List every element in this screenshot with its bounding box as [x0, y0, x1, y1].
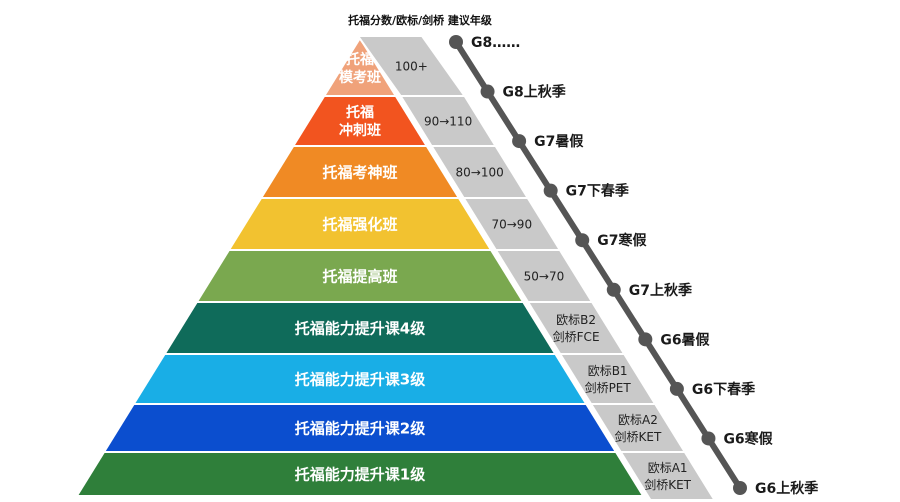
pyramid-level-2: [295, 97, 425, 145]
pyramid-level-7: [135, 355, 585, 403]
timeline-dot: [449, 35, 463, 49]
score-bands: 100+ 90→110 80→100 70→90 50→70 欧标B2 剑桥FCE 欧标B1 剑…: [356, 35, 717, 501]
score-band-9: [618, 451, 717, 501]
pyramid-level-label: 模考班: [339, 69, 381, 86]
timeline-dot: [669, 381, 684, 396]
pyramid-level-label: 托福能力提升课1级: [295, 465, 426, 483]
pyramid-level-label: 托福: [346, 104, 374, 121]
timeline-dot: [638, 332, 653, 347]
score-band-label: 剑桥KET: [615, 429, 662, 444]
grade-label: G8……: [471, 35, 520, 51]
pyramid-level-4: [230, 199, 490, 249]
pyramid-level-6: [166, 303, 554, 353]
score-band-label: 80→100: [456, 165, 504, 179]
pyramid-level-label: 托福: [346, 51, 374, 68]
pyramid-level-label: 托福能力提升课3级: [295, 370, 426, 388]
timeline-dot: [480, 84, 495, 99]
grade-timeline: G8…… G8上秋季 G7暑假 G7下春季 G7寒假 G7上秋季 G6暑假 G6下春季 G6寒假…: [449, 35, 818, 497]
timeline-dot: [543, 183, 558, 198]
grade-label: G7暑假: [534, 133, 584, 150]
pyramid-level-1: [325, 40, 395, 95]
score-band-label: 100+: [395, 59, 428, 73]
timeline-dot: [701, 431, 716, 446]
score-band-label: 欧标A1: [648, 461, 688, 475]
score-band-label: 欧标A2: [618, 413, 658, 427]
grade-label: G6上秋季: [755, 480, 818, 497]
grade-label: G6寒假: [723, 430, 773, 447]
score-band-label: 欧标B2: [556, 313, 596, 327]
pyramid-level-8: [105, 405, 615, 451]
score-band-label: 剑桥KET: [644, 477, 691, 492]
grade-label: G7下春季: [566, 183, 629, 200]
pyramid-level-label: 托福提高班: [322, 267, 397, 285]
score-band-label: 剑桥FCE: [553, 329, 600, 344]
grade-label: G8上秋季: [503, 84, 566, 101]
header-label: 托福分数/欧标/剑桥 建议年级: [348, 13, 493, 27]
pyramid-level-label: 托福强化班: [322, 215, 397, 233]
score-band-label: 剑桥PET: [585, 380, 632, 395]
score-band-label: 90→110: [424, 114, 472, 128]
grade-label: G6下春季: [692, 381, 755, 398]
timeline-dot: [575, 233, 590, 248]
grade-label: G7寒假: [597, 232, 647, 249]
score-band-label: 50→70: [524, 269, 565, 283]
pyramid-level-9: [78, 453, 642, 495]
grade-label: G6暑假: [660, 331, 710, 348]
pyramid-level-label: 冲刺班: [339, 122, 381, 139]
pyramid-level-label: 托福考神班: [322, 163, 397, 181]
pyramid-level-label: 托福能力提升课2级: [295, 419, 426, 437]
timeline-line: [453, 39, 743, 491]
score-band-label: 欧标B1: [588, 364, 628, 378]
pyramid-level-5: [198, 251, 522, 301]
timeline-dot: [512, 134, 527, 149]
timeline-dot: [606, 282, 621, 297]
pyramid-level-label: 托福能力提升课4级: [295, 319, 426, 337]
grade-label: G7上秋季: [629, 282, 692, 299]
pyramid-levels: 托福模考班托福冲刺班托福考神班托福强化班托福提高班托福能力提升课4级托福能力提升…: [78, 40, 642, 495]
timeline-dot: [733, 481, 747, 495]
pyramid-level-3: [262, 147, 458, 197]
score-band-label: 70→90: [491, 217, 532, 231]
